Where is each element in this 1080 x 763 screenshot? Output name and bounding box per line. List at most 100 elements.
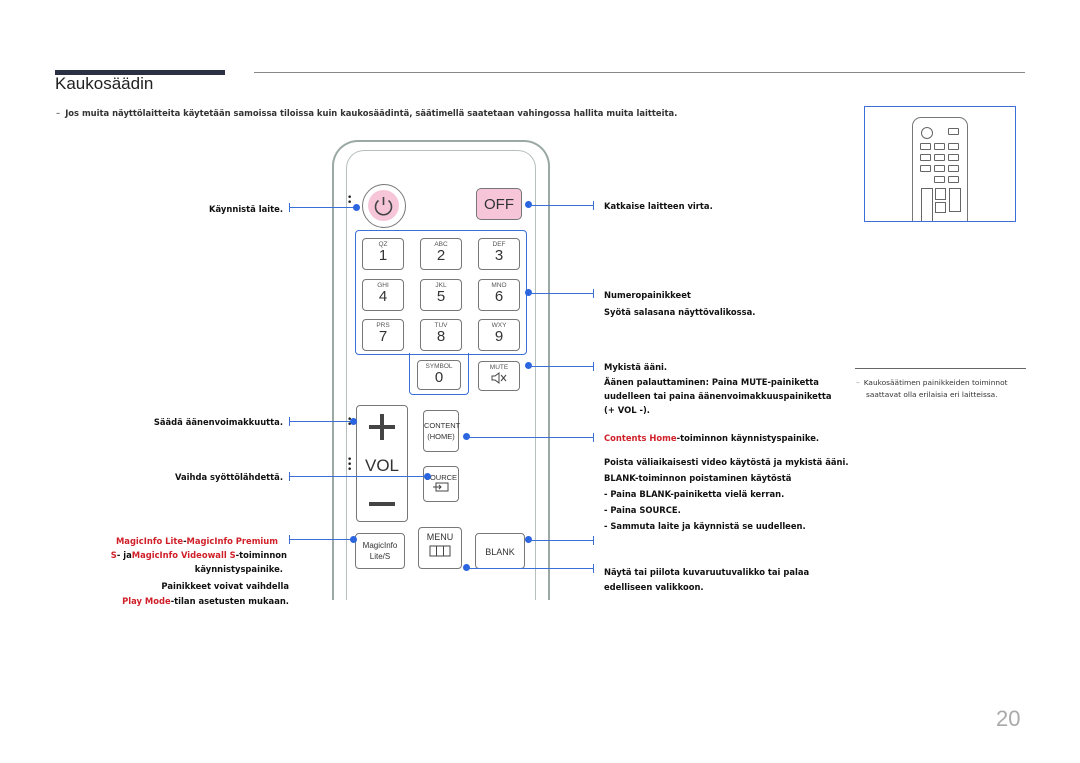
key-7-letters: PRS	[376, 322, 390, 329]
menu-label: MENU	[426, 532, 454, 542]
key-1[interactable]: QZ 1	[362, 238, 404, 270]
callout-dot-mute	[525, 362, 532, 369]
callout-line-power-on	[289, 207, 357, 208]
volume-dots: ••	[347, 416, 353, 430]
note-text: Jos muita näyttölaitteita käytetään samo…	[65, 108, 678, 118]
key-6-digit: 6	[494, 288, 504, 305]
play-mode-link: Play Mode	[122, 596, 171, 606]
key-7[interactable]: PRS 7	[362, 319, 404, 351]
key-6[interactable]: MNO 6	[478, 279, 520, 311]
label-magicinfo-4: Painikkeet voivat vaihdella	[161, 581, 289, 591]
blank-button[interactable]: BLANK	[475, 533, 525, 569]
mini-key	[920, 165, 931, 172]
key-4[interactable]: GHI 4	[362, 279, 404, 311]
magic-s-link: S	[110, 550, 117, 560]
menu-button[interactable]: MENU	[418, 527, 462, 569]
content-home-button[interactable]: CONTENT (HOME)	[423, 410, 461, 452]
side-note-line-2: saattavat olla erilaisia eri laitteissa.	[866, 390, 998, 399]
label-menu-2: edelliseen valikkoon.	[604, 582, 704, 592]
label-power-on: Käynnistä laite.	[209, 204, 283, 214]
mini-key	[949, 188, 961, 212]
label-blank-1: Poista väliaikaisesti video käytöstä ja …	[604, 457, 849, 467]
magicinfo-button[interactable]: MagicInfo Lite/S	[355, 533, 405, 569]
callout-dot-numbers	[525, 289, 532, 296]
page-title: Kaukosäädin	[55, 74, 154, 93]
callout-line-mute	[529, 366, 593, 367]
key-3[interactable]: DEF 3	[478, 238, 520, 270]
key-5[interactable]: JKL 5	[420, 279, 462, 311]
mini-key	[948, 165, 959, 172]
callout-tick	[593, 536, 594, 545]
key-5-letters: JKL	[435, 282, 447, 289]
callout-tick	[593, 362, 594, 371]
mute-label: MUTE	[489, 364, 509, 371]
mini-key	[948, 143, 959, 150]
remote-outline	[332, 140, 550, 600]
callout-dot-volume	[350, 418, 357, 425]
key-5-digit: 5	[436, 288, 446, 305]
label-blank-5: - Sammuta laite ja käynnistä se uudellee…	[604, 521, 806, 531]
magic-videowall-link: MagicInfo Videowall S	[131, 550, 236, 560]
magic-dash: -	[183, 536, 187, 546]
magic-premium-link: MagicInfo Premium	[186, 536, 278, 546]
callout-tick	[593, 433, 594, 442]
label-blank-4: - Paina SOURCE.	[604, 505, 681, 515]
note-dash: –	[56, 108, 61, 118]
callout-tick	[593, 201, 594, 210]
page-number: 20	[996, 706, 1021, 731]
callout-line-volume	[289, 421, 353, 422]
callout-line-numbers	[529, 293, 593, 294]
key-9-letters: WXY	[491, 322, 507, 329]
key-6-letters: MNO	[491, 282, 507, 289]
label-magicinfo-1: MagicInfo Lite-MagicInfo Premium	[116, 536, 278, 546]
label-content: Contents Home-toiminnon käynnistyspainik…	[604, 433, 819, 443]
callout-dot-magicinfo	[350, 536, 357, 543]
off-label: OFF	[484, 196, 514, 213]
side-note-rule	[855, 368, 1026, 369]
label-power-off: Katkaise laitteen virta.	[604, 201, 713, 211]
mini-key	[934, 154, 945, 161]
label-numbers-1: Numeropainikkeet	[604, 290, 691, 300]
side-note: –Kaukosäätimen painikkeiden toiminnot sa…	[856, 377, 1008, 401]
key-8-digit: 8	[436, 328, 446, 345]
content-label: CONTENT	[424, 421, 461, 430]
source-button[interactable]: SOURCE	[423, 466, 459, 502]
power-dots: ••	[347, 193, 353, 208]
callout-tick	[593, 289, 594, 298]
label-mute-3: uudelleen tai paina äänenvoimakkuuspaini…	[604, 391, 832, 401]
label-menu-1: Näytä tai piilota kuvaruutuvalikko tai p…	[604, 567, 810, 577]
key-0-digit: 0	[434, 369, 444, 386]
key-4-letters: GHI	[377, 282, 389, 289]
key-0-symbol[interactable]: SYMBOL 0	[417, 360, 461, 390]
mini-key	[934, 165, 945, 172]
content-rest: -toiminnon käynnistyspainike.	[676, 433, 820, 443]
volume-down-minus-icon[interactable]	[368, 500, 396, 508]
key-9-digit: 9	[494, 328, 504, 345]
volume-up-plus-icon[interactable]	[368, 412, 396, 442]
mute-button[interactable]: MUTE	[478, 361, 520, 391]
warning-note: –Jos muita näyttölaitteita käytetään sam…	[56, 108, 677, 118]
key-8[interactable]: TUV 8	[420, 319, 462, 351]
power-icon	[374, 197, 393, 216]
mini-key	[934, 143, 945, 150]
magicinfo-label: MagicInfo	[362, 541, 398, 550]
magic-and: - ja	[116, 550, 132, 560]
vol-label: VOL	[365, 456, 400, 475]
mini-key	[935, 202, 946, 213]
key-1-digit: 1	[378, 247, 388, 264]
callout-line-menu	[467, 568, 593, 569]
contents-home-link: Contents Home	[604, 433, 677, 443]
source-input-icon	[433, 482, 449, 492]
label-blank-3: - Paina BLANK-painiketta vielä kerran.	[604, 489, 785, 499]
side-note-line-1: Kaukosäätimen painikkeiden toiminnot	[863, 378, 1008, 387]
off-button[interactable]: OFF	[476, 188, 522, 220]
key-2[interactable]: ABC 2	[420, 238, 462, 270]
label-blank-2: BLANK-toiminnon poistaminen käytöstä	[604, 473, 792, 483]
mini-key	[948, 176, 959, 183]
key-9[interactable]: WXY 9	[478, 319, 520, 351]
power-button[interactable]	[362, 184, 406, 228]
remote-inner-outline	[346, 150, 536, 600]
label-mute-2: Äänen palauttaminen: Paina MUTE-painiket…	[604, 377, 819, 387]
label-magicinfo-2: S- jaMagicInfo Videowall S-toiminnon	[111, 550, 287, 560]
volume-rocker[interactable]	[356, 405, 408, 522]
